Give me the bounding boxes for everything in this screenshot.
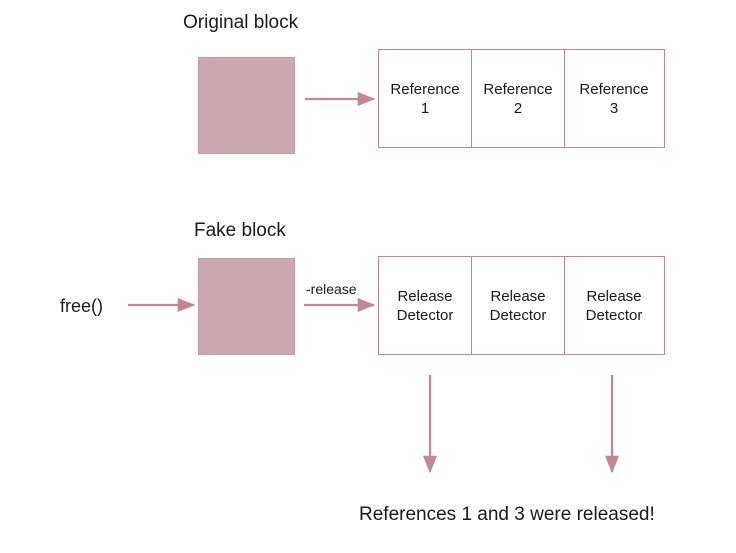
release-detector-cell-label: Release Detector: [489, 287, 547, 324]
fake-memory-block: [198, 258, 295, 355]
reference-cell: Reference 3: [565, 50, 663, 147]
release-detector-list: Release Detector Release Detector Releas…: [378, 256, 665, 355]
reference-list: Reference 1 Reference 2 Reference 3: [378, 49, 665, 148]
reference-cell-label: Reference 1: [390, 80, 460, 117]
released-caption: References 1 and 3 were released!: [359, 504, 655, 525]
release-detector-cell-label: Release Detector: [585, 287, 643, 324]
fake-block-title: Fake block: [194, 220, 286, 241]
release-edge-label: -release: [306, 281, 357, 297]
release-detector-cell: Release Detector: [565, 257, 663, 354]
reference-cell: Reference 2: [472, 50, 565, 147]
reference-cell-label: Reference 3: [579, 80, 649, 117]
reference-cell-label: Reference 2: [483, 80, 553, 117]
release-detector-cell: Release Detector: [379, 257, 472, 354]
release-detector-cell-label: Release Detector: [396, 287, 454, 324]
reference-cell: Reference 1: [379, 50, 472, 147]
release-detector-cell: Release Detector: [472, 257, 565, 354]
original-memory-block: [198, 57, 295, 154]
free-call-label: free(): [60, 296, 104, 316]
original-block-title: Original block: [183, 12, 299, 33]
